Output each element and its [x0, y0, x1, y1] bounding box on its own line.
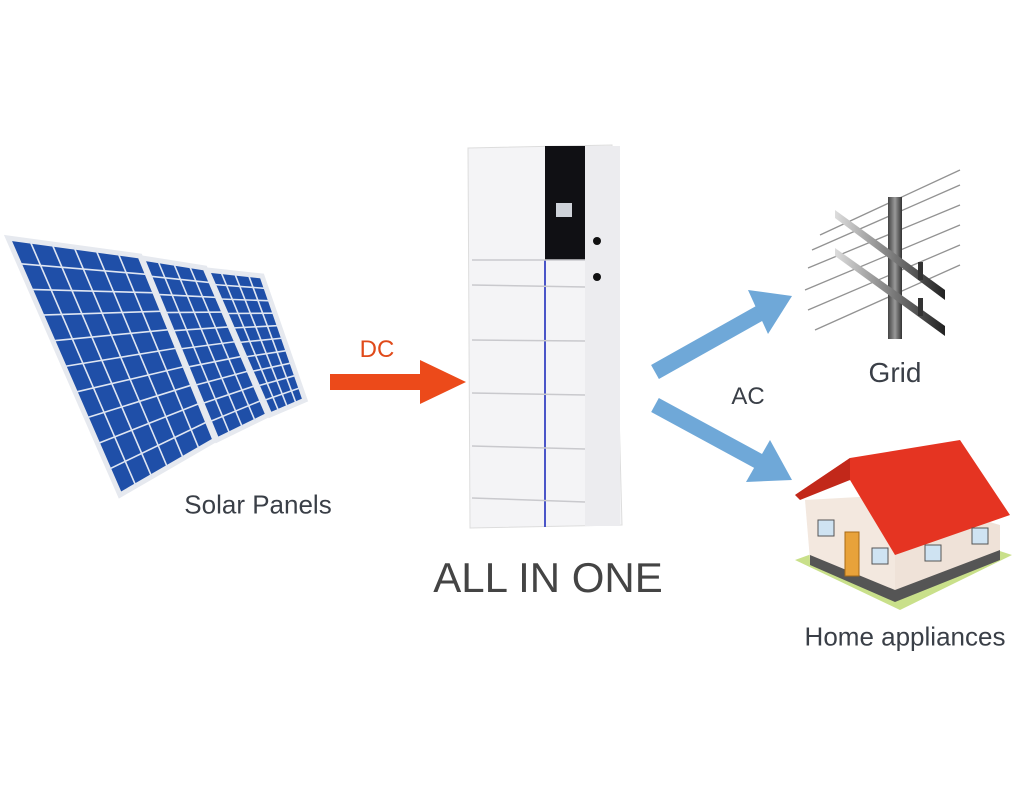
panel-grid-line: [201, 384, 256, 405]
house-icon: [795, 440, 1012, 610]
panel-grid-line: [30, 288, 156, 294]
panel-grid-line: [219, 298, 271, 302]
grid-label: Grid: [868, 357, 922, 388]
panel-grid-line: [52, 328, 171, 342]
panel-grid-line: [213, 283, 267, 290]
solar-panels-icon: [3, 234, 309, 499]
panel-grid-line: [108, 420, 208, 471]
panel-grid-line: [41, 310, 163, 316]
panel-grid-line: [97, 402, 201, 445]
panel-grid-line: [86, 384, 193, 419]
ac-label: AC: [731, 383, 765, 410]
panel-grid-line: [194, 370, 250, 387]
panel-grid-line: [263, 386, 301, 402]
panel-grid-line: [164, 311, 224, 314]
dc-label: DC: [359, 336, 395, 363]
panel-grid-line: [238, 337, 284, 344]
panel-grid-line: [179, 340, 237, 350]
all-in-one-label: ALL IN ONE: [433, 554, 663, 601]
panel-grid-line: [250, 362, 293, 373]
ac-arrow-home-icon: [651, 397, 792, 482]
panel-grid-line: [149, 275, 212, 284]
home-appliances-label: Home appliances: [804, 621, 1006, 652]
dc-arrow-icon: [330, 360, 466, 404]
panel-grid-line: [63, 347, 178, 368]
grid-pole-icon: [804, 169, 961, 339]
all-in-one-unit-icon: [467, 144, 623, 529]
solar-panels-label: Solar Panels: [184, 489, 332, 520]
panel-grid-line: [244, 349, 288, 358]
panel-grid-line: [156, 293, 218, 299]
panel-grid-line: [19, 262, 148, 276]
panel-grid-line: [232, 324, 280, 329]
ac-arrow-grid-icon: [651, 290, 792, 379]
panel-grid-line: [186, 355, 243, 368]
solar-panel: [202, 267, 309, 419]
panel-grid-line: [75, 365, 186, 393]
panel-grid-line: [171, 326, 231, 332]
panel-grid-line: [209, 399, 263, 423]
panel-grid-line: [257, 374, 297, 387]
